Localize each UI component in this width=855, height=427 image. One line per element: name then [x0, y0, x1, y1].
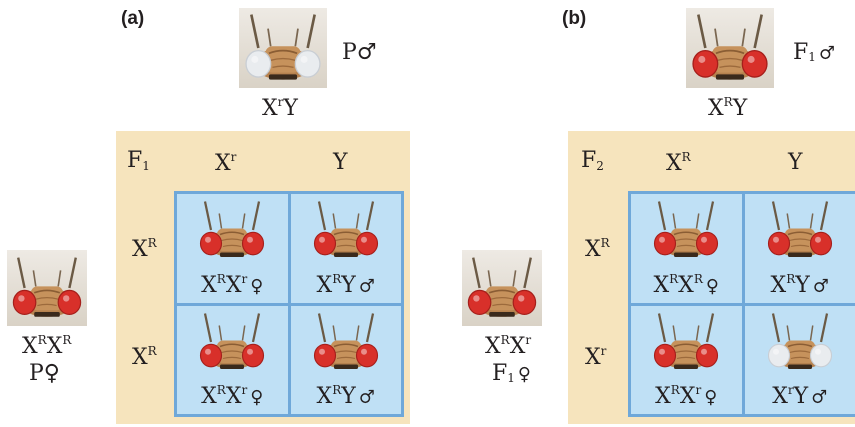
- row-header-a-1: XR: [132, 236, 157, 262]
- offspring-genotype: XRY♂: [745, 273, 855, 297]
- col-header-a-1: Xr: [215, 150, 236, 176]
- fly-head-red-eye-icon: [307, 200, 385, 260]
- fly-head-drawing: [193, 312, 271, 372]
- fly-head-red-eye-icon: [462, 250, 542, 326]
- offspring-cell-a-3: XRXr♀: [177, 306, 288, 415]
- offspring-genotype: XRXr♀: [631, 384, 742, 408]
- col-header-a-2: Y: [333, 150, 348, 175]
- panel-b-label: (b): [562, 8, 586, 30]
- father-genotype: XrY: [262, 96, 298, 120]
- offspring-cell-a-2: XRY♂: [291, 194, 402, 303]
- fly-head-drawing: [7, 250, 87, 326]
- row-header-a-2: XR: [132, 344, 157, 370]
- father-generation-label: F1♂: [793, 42, 835, 64]
- fly-head-white-eye-icon: [239, 8, 327, 88]
- father-genotype: XRY: [708, 96, 747, 120]
- fly-head-red-eye-icon: [761, 200, 839, 260]
- fly-head-drawing: [462, 250, 542, 326]
- col-header-b-1: XR: [666, 150, 691, 176]
- offspring-cell-b-4: XrY♂: [745, 306, 855, 415]
- fly-head-drawing: [647, 200, 725, 260]
- offspring-cell-b-1: XRXR♀: [631, 194, 742, 303]
- fly-head-red-eye-icon: [686, 8, 774, 88]
- offspring-genotype: XRXr♀: [177, 273, 288, 297]
- offspring-genotype: XrY♂: [745, 384, 855, 408]
- mother-genotype: XRXR: [22, 334, 71, 358]
- fly-head-drawing: [307, 200, 385, 260]
- panel-a-label: (a): [121, 8, 144, 30]
- offspring-cell-a-4: XRY♂: [291, 306, 402, 415]
- fly-head-red-eye-icon: [7, 250, 87, 326]
- offspring-cell-b-3: XRXr♀: [631, 306, 742, 415]
- fly-head-drawing: [307, 312, 385, 372]
- grid-title-a: F1: [127, 148, 150, 173]
- fly-head-drawing: [686, 8, 774, 88]
- fly-head-red-eye-icon: [193, 312, 271, 372]
- row-header-b-2: Xr: [585, 344, 606, 370]
- offspring-genotype: XRXR♀: [631, 273, 742, 297]
- offspring-genotype: XRY♂: [291, 384, 402, 408]
- fly-head-drawing: [239, 8, 327, 88]
- mother-generation-label: F1♀: [492, 363, 531, 385]
- col-header-b-2: Y: [788, 150, 803, 175]
- offspring-cell-a-1: XRXr♀: [177, 194, 288, 303]
- fly-head-red-eye-icon: [193, 200, 271, 260]
- offspring-cell-b-2: XRY♂: [745, 194, 855, 303]
- fly-head-drawing: [647, 312, 725, 372]
- fly-head-white-eye-icon: [761, 312, 839, 372]
- fly-head-drawing: [193, 200, 271, 260]
- fly-head-drawing: [761, 312, 839, 372]
- offspring-genotype: XRXr♀: [177, 384, 288, 408]
- row-header-b-1: XR: [585, 236, 610, 262]
- punnett-grid-a: XRXr♀ XRY♂ XRXr♀: [174, 191, 404, 417]
- fly-head-red-eye-icon: [647, 312, 725, 372]
- father-generation-label: P♂: [342, 42, 377, 64]
- fly-head-red-eye-icon: [647, 200, 725, 260]
- mother-genotype: XRXr: [485, 334, 531, 358]
- offspring-genotype: XRY♂: [291, 273, 402, 297]
- fly-head-drawing: [761, 200, 839, 260]
- mother-generation-label: P♀: [29, 363, 60, 385]
- punnett-grid-b: XRXR♀ XRY♂ XRXr♀: [628, 191, 855, 417]
- grid-title-b: F2: [581, 148, 604, 173]
- fly-head-red-eye-icon: [307, 312, 385, 372]
